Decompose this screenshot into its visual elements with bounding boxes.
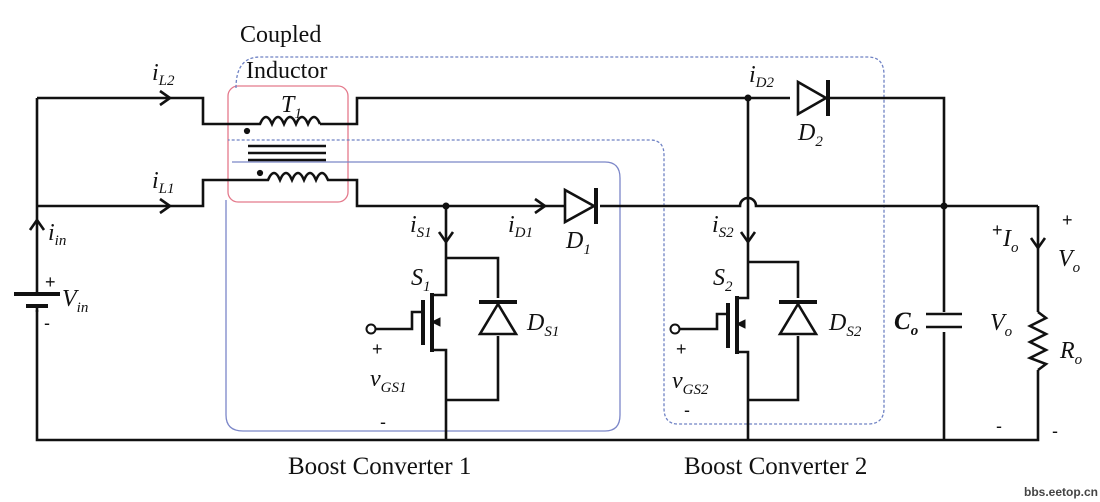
coupled-inductor-outline xyxy=(227,85,349,203)
s2-label: S2 xyxy=(713,265,733,295)
il2-arrow-icon xyxy=(159,89,173,107)
node-dot-1 xyxy=(744,94,752,102)
vin-label: Vin xyxy=(62,286,88,316)
il1-arrow-icon xyxy=(159,197,173,215)
load-resistor xyxy=(1026,310,1049,372)
switch-s2 xyxy=(669,254,819,440)
vgs1-label: vGS1 xyxy=(370,366,407,396)
vgs1-plus-label: + xyxy=(372,339,383,359)
io-arrow-icon xyxy=(1029,237,1047,251)
d2-label: D2 xyxy=(797,120,823,150)
vgs2-minus-label: - xyxy=(684,400,690,420)
boost-converter-2-outline xyxy=(228,56,885,425)
diode-d1 xyxy=(563,187,598,225)
ds1-label: DS1 xyxy=(526,310,559,340)
node-dot-2 xyxy=(940,202,948,210)
coupled-inductor-t1 xyxy=(238,115,334,184)
vo-cap-label: Vo xyxy=(990,310,1013,340)
boost-converter-1-caption: Boost Converter 1 xyxy=(288,453,471,480)
d1-label: D1 xyxy=(565,228,591,258)
boost-converter-2-caption: Boost Converter 2 xyxy=(684,453,867,480)
vgs2-plus-label: + xyxy=(676,339,687,359)
id1-label: iD1 xyxy=(508,212,533,241)
co-label: Co xyxy=(894,308,918,339)
l2-output-wire xyxy=(320,96,790,126)
load-wire-bottom xyxy=(1034,370,1040,442)
vo-plus-label: + xyxy=(1062,210,1073,230)
boost-converter-1-outline xyxy=(225,161,621,432)
id1-arrow-icon xyxy=(534,197,548,215)
vgs1-minus-label: - xyxy=(380,412,386,432)
watermark: bbs.eetop.cn xyxy=(1024,485,1098,499)
vin-plus-label: + xyxy=(45,272,56,292)
io-plus-label: + xyxy=(992,220,1003,240)
vo-label: Vo xyxy=(1058,246,1081,276)
t1-label: T1 xyxy=(281,92,302,122)
inductor-label: Inductor xyxy=(246,58,327,84)
id2-label: iD2 xyxy=(749,62,775,91)
iin-arrow-icon xyxy=(28,217,46,231)
s1-label: S1 xyxy=(411,265,431,295)
is1-label: iS1 xyxy=(410,212,432,241)
is2-arrow-icon xyxy=(739,231,757,245)
input-voltage-source xyxy=(14,275,60,312)
minus-right-label: - xyxy=(1052,421,1058,441)
l1-input-wire xyxy=(37,178,240,208)
output-capacitor xyxy=(926,312,962,332)
il2-label: iL2 xyxy=(152,60,175,89)
vin-minus-label: - xyxy=(44,313,50,333)
iin-label: iin xyxy=(48,220,66,249)
l1-output-wire xyxy=(334,178,565,208)
io-label: Io xyxy=(1002,226,1019,256)
vgs2-label: vGS2 xyxy=(672,368,709,398)
diode-d2 xyxy=(796,79,830,117)
left-bus-lower-wire xyxy=(35,310,1034,442)
minus-left-label: - xyxy=(996,416,1002,436)
d1-output-wire xyxy=(600,196,1038,208)
ds2-label: DS2 xyxy=(828,310,862,340)
switch-s1 xyxy=(365,206,519,440)
is2-label: iS2 xyxy=(712,212,734,241)
coupled-label: Coupled xyxy=(240,22,321,48)
l2-input-wire xyxy=(37,96,238,126)
ro-label: Ro xyxy=(1059,338,1083,368)
d2-output-wire xyxy=(830,96,946,440)
il1-label: iL1 xyxy=(152,168,175,197)
